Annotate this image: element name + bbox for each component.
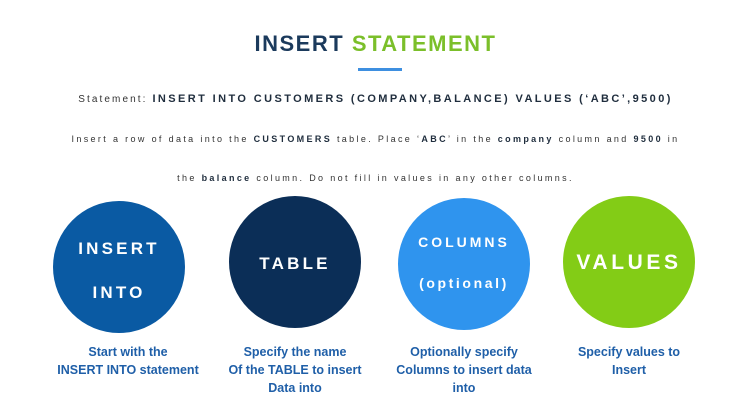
statement-code: INSERT INTO CUSTOMERS (COMPANY,BALANCE) … [152,93,673,105]
desc-text: column. Do not fill in values in any oth… [256,173,574,183]
desc-bold-customers: CUSTOMERS [253,134,333,144]
desc-text: column and [558,134,629,144]
circle-label: COLUMNS [418,234,510,250]
desc-text: in [667,134,680,144]
statement-line: Statement: INSERT INTO CUSTOMERS (COMPAN… [0,92,751,107]
caption-line: Data into [268,381,322,395]
step-circle-insert-into: INSERT INTO [53,201,185,333]
circle-label: INTO [92,283,146,302]
step-caption-table: Specify the name Of the TABLE to insert … [205,343,385,397]
desc-text: table. Place ‘ [336,134,422,144]
step-caption-values: Specify values to Insert [539,343,719,379]
statement-prefix: Statement: [78,94,148,105]
caption-line: Specify values to [577,345,681,359]
caption-line: into [452,381,476,395]
circle-label: VALUES [576,251,682,274]
caption-line: Columns to insert data [396,363,532,377]
caption-line: Start with the [88,345,168,359]
step-caption-columns: Optionally specify Columns to insert dat… [374,343,554,397]
step-circle-columns: COLUMNS (optional) [398,198,530,330]
step-caption-insert-into: Start with the INSERT INTO statement [38,343,218,379]
desc-text: the [177,173,197,183]
description-line-1: Insert a row of data into the CUSTOMERS … [0,133,751,145]
circle-label: TABLE [259,254,331,273]
slide-title: INSERT STATEMENT [0,31,751,57]
step-circle-values: VALUES [563,196,695,328]
caption-line: INSERT INTO statement [57,363,199,377]
description-line-2: the balance column. Do not fill in value… [0,172,751,184]
circle-label: (optional) [419,275,509,291]
desc-bold-balance: balance [201,173,252,183]
caption-line: Insert [611,363,647,377]
desc-text: Insert a row of data into the [71,134,249,144]
desc-bold-9500: 9500 [633,134,663,144]
desc-bold-abc: ABC [421,134,448,144]
title-underline [358,68,402,71]
caption-line: Specify the name [243,345,347,359]
circle-label: INSERT [78,239,160,258]
title-part-statement: STATEMENT [351,31,497,56]
desc-text: ’ in the [447,134,493,144]
caption-line: Optionally specify [410,345,518,359]
caption-line: Of the TABLE to insert [228,363,362,377]
desc-bold-company: company [497,134,554,144]
title-part-insert: INSERT [254,31,345,56]
step-circle-table: TABLE [229,196,361,328]
